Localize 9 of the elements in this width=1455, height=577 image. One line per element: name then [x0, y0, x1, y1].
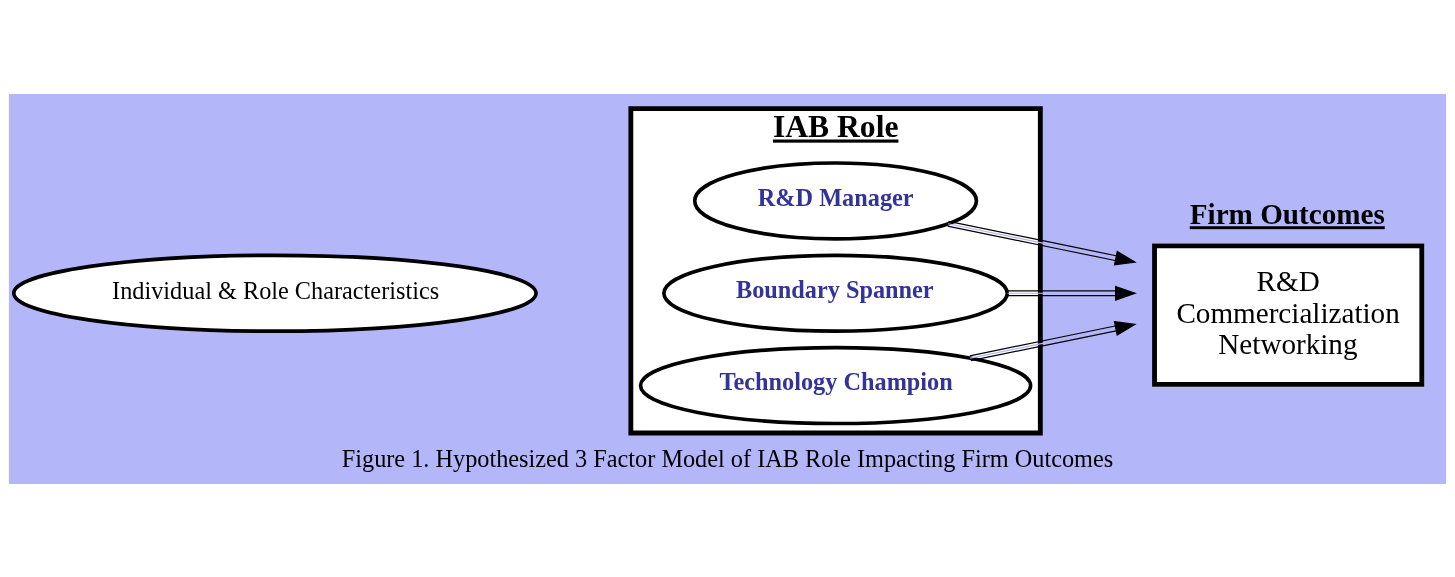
- node-label: Firm Outcomes: [1189, 197, 1385, 230]
- node-ellipse: Boundary Spanner: [662, 253, 1010, 333]
- arrow: [969, 320, 1137, 361]
- node-ellipse: R&D Manager: [692, 160, 979, 241]
- arrow: [1007, 285, 1137, 301]
- arrow: [946, 220, 1137, 266]
- node-ellipse: Technology Champion: [638, 345, 1033, 425]
- caption: Figure 1. Hypothesized 3 Factor Model of IAB Role Impacting Firm Outcomes: [341, 444, 1114, 472]
- node-ellipse: Individual & Role Characteristics: [11, 253, 538, 333]
